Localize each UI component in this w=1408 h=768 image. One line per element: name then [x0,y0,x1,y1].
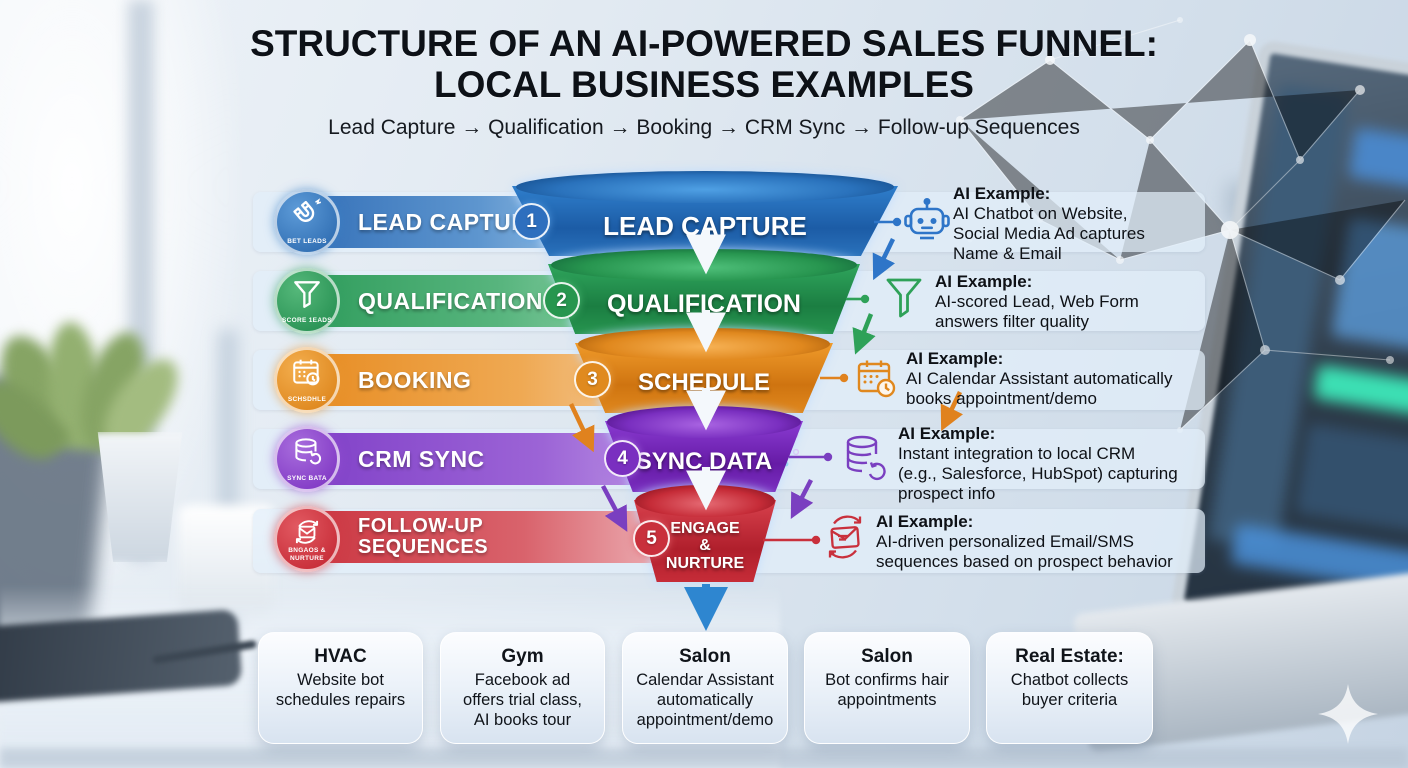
blurred-monitor [0,373,115,667]
card-title: Real Estate: [1015,646,1124,667]
page-title: STRUCTURE OF AN AI-POWERED SALES FUNNEL:… [0,23,1408,105]
plant-leaf [0,324,90,460]
lead-funnel-icon [886,278,922,318]
ai-example-follow-up: AI Example: AI-driven personalized Email… [876,512,1173,572]
funnel-stage-qualification: QUALIFICATION [548,249,860,334]
funnel-stage-schedule: SCHEDULE [575,328,833,413]
ai-example-lead-capture: AI Example: AI Chatbot on Website,Social… [953,184,1145,264]
plant-leaf [0,367,73,473]
title-line1: STRUCTURE OF AN AI-POWERED SALES FUNNEL: [250,23,1158,64]
ai-example-crm-sync: AI Example: Instant integration to local… [898,424,1178,504]
ai-example-booking: AI Example: AI Calendar Assistant automa… [906,349,1173,409]
step-number-1: 1 [513,203,550,240]
funnel-icon [294,281,320,308]
step-number-3: 3 [574,361,611,398]
plant-leaf [68,324,158,456]
tablet-on-desk [0,609,243,703]
crm-database-icon [846,435,886,481]
banner-label: BOOKING [358,366,472,393]
step-number-5: 5 [633,520,670,557]
pen [152,639,257,665]
desk-edge [0,748,1408,768]
card-title: HVAC [314,646,367,667]
lead-capture-badge: BET LEADS [274,189,340,255]
crm-sync-badge: SYNC BATA [274,426,340,492]
funnel-stage-label: QUALIFICATION [607,289,801,318]
banner-qualification: QUALIFICATION [300,275,588,327]
step-number-4: 4 [604,440,641,477]
window-frame [218,330,238,630]
badge-caption: SYNC BATA [287,474,327,482]
chatbot-robot-icon [904,198,950,240]
booking-badge: SCHSDHLE [274,347,340,413]
banner-booking: BOOKING [300,354,616,406]
plant-leaf [43,320,105,452]
title-line2: LOCAL BUSINESS EXAMPLES [433,63,974,105]
funnel-stage-label: ENGAGE&NURTURE [665,519,745,572]
card-title: Salon [679,646,731,667]
plant-leaf [90,347,192,461]
card-title: Gym [501,646,544,667]
funnel-stage-lead-capture: LEAD CAPTURE [512,171,898,256]
sparkle-icon [1318,684,1378,744]
step-number-2: 2 [543,282,580,319]
banner-label: QUALIFICATION [358,287,543,314]
card-title: Salon [861,646,913,667]
database-sync-icon [295,438,322,465]
banner-label: LEAD CAPTURE [358,208,545,235]
email-sequence-icon [828,515,862,559]
funnel-stage-label: LEAD CAPTURE [603,210,807,241]
badge-caption: BNGAOS &NURTURE [288,547,326,562]
calendar-clock-icon [857,360,896,398]
banner-crm-sync: CRM SYNC [300,433,646,485]
badge-caption: SCORE 1EADS [282,316,332,324]
email-loop-icon [295,520,319,544]
qualification-badge: SCORE 1EADS [274,268,340,334]
badge-caption: BET LEADS [287,237,327,245]
funnel-stage-label: SCHEDULE [637,369,770,396]
funnel-steps-subtitle: Lead Capture → Qualification → Booking →… [328,116,1080,139]
badge-caption: SCHSDHLE [287,395,327,403]
follow-up-badge: BNGAOS &NURTURE [274,506,340,572]
calendar-clock-icon [293,359,320,386]
plant-pot [97,432,183,562]
banner-label: CRM SYNC [358,445,485,472]
magnet-icon [293,198,322,222]
